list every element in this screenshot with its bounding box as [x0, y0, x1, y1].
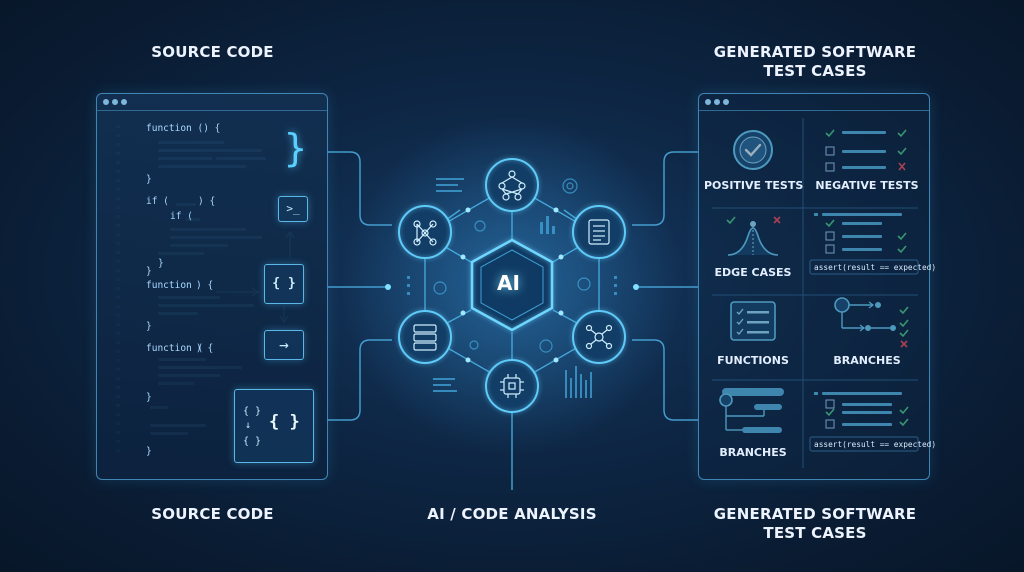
check-circle-icon [733, 130, 773, 170]
source-code-heading-top: SOURCE CODE [151, 43, 274, 61]
neural-network-icon [498, 170, 526, 201]
server-stack-icon [413, 324, 437, 351]
generated-tests-heading-top-line1: GENERATED SOFTWARE [713, 43, 917, 61]
code-line-function-3-args: ) { [196, 343, 214, 354]
closing-brace-1: } [146, 174, 152, 185]
tests-panel-titlebar [699, 94, 929, 111]
code-line-if-2: if ( [170, 211, 193, 222]
checklist-icon [825, 129, 907, 172]
branches-label-right: BRANCHES [833, 354, 901, 367]
braces-icon: { } [264, 264, 304, 304]
network-nodes-icon [585, 324, 613, 350]
generated-tests-heading-bottom-line1: GENERATED SOFTWARE [713, 505, 917, 523]
closing-brace-3: } [146, 266, 152, 277]
window-dot [714, 99, 720, 105]
negative-tests-label: NEGATIVE TESTS [815, 179, 919, 192]
ai-hub-label: AI [497, 271, 520, 295]
code-line-function-2-args: ) { [196, 280, 214, 291]
branches-label-left: BRANCHES [719, 446, 787, 459]
code-line-if-1-close: ) { [198, 196, 216, 207]
generated-tests-panel [698, 93, 930, 480]
functions-label: FUNCTIONS [717, 354, 789, 367]
assert-statement-2: assert(result == expected) [814, 440, 937, 449]
network-graph-icon [413, 220, 437, 246]
closing-brace-5: } [146, 392, 152, 403]
mini-down-arrow: ↓ [245, 420, 252, 431]
generated-tests-heading-bottom-line2: TEST CASES [763, 524, 867, 542]
generated-tests-heading-bottom: GENERATED SOFTWARE TEST CASES [690, 505, 940, 543]
generated-tests-heading-top-line2: TEST CASES [763, 62, 867, 80]
window-dot [705, 99, 711, 105]
mini-braces-top: { } [243, 406, 262, 417]
code-line-function-1: function () { [146, 123, 221, 134]
code-preview-window: { } ↓ { } { } [234, 389, 314, 463]
ai-code-analysis-heading: AI / CODE ANALYSIS [427, 505, 597, 523]
bell-curve-icon [726, 216, 781, 256]
positive-tests-label: POSITIVE TESTS [704, 179, 804, 192]
edge-cases-label: EDGE CASES [714, 266, 792, 279]
source-code-heading-bottom: SOURCE CODE [151, 505, 274, 523]
closing-brace-2: } [158, 258, 164, 269]
closing-brace-6: } [146, 446, 152, 457]
window-dot [723, 99, 729, 105]
window-dot [121, 99, 127, 105]
source-panel-titlebar [97, 94, 327, 111]
window-dot [112, 99, 118, 105]
document-icon [588, 219, 610, 245]
code-line-function-3: function ( [146, 343, 204, 354]
branch-tree-icon [719, 388, 784, 433]
chip-icon [500, 374, 524, 398]
code-line-function-2: function [146, 280, 192, 291]
big-brace-icon: } [284, 126, 307, 170]
mini-braces-large: { } [269, 412, 300, 432]
list-doc-icon [730, 301, 776, 341]
code-line-if-1: if ( [146, 196, 169, 207]
window-dot [103, 99, 109, 105]
mini-braces-bottom: { } [243, 436, 262, 447]
arrow-right-icon: → [264, 330, 304, 360]
terminal-icon: >_ [278, 196, 308, 222]
closing-brace-4: } [146, 321, 152, 332]
branch-flow-icon [834, 297, 909, 348]
assert-statement-1: assert(result == expected) [814, 263, 937, 272]
generated-tests-heading-top: GENERATED SOFTWARE TEST CASES [690, 43, 940, 81]
